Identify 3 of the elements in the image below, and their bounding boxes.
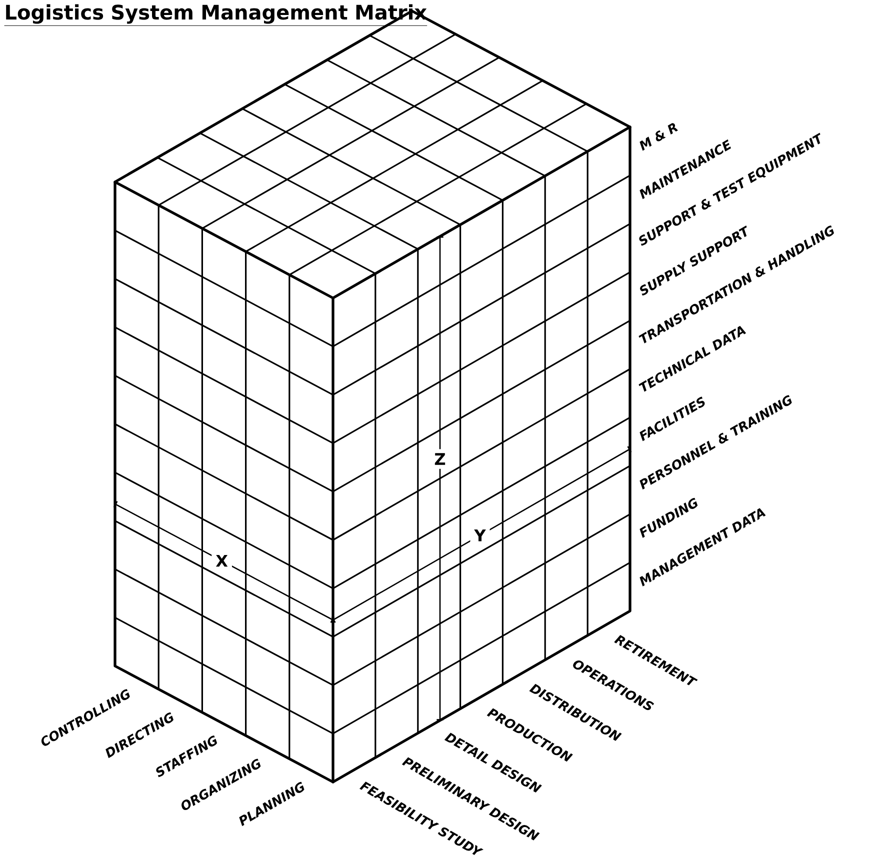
axis-label: Y	[470, 526, 490, 546]
axis-label: X	[212, 550, 232, 571]
axis-label: Z	[430, 449, 450, 469]
